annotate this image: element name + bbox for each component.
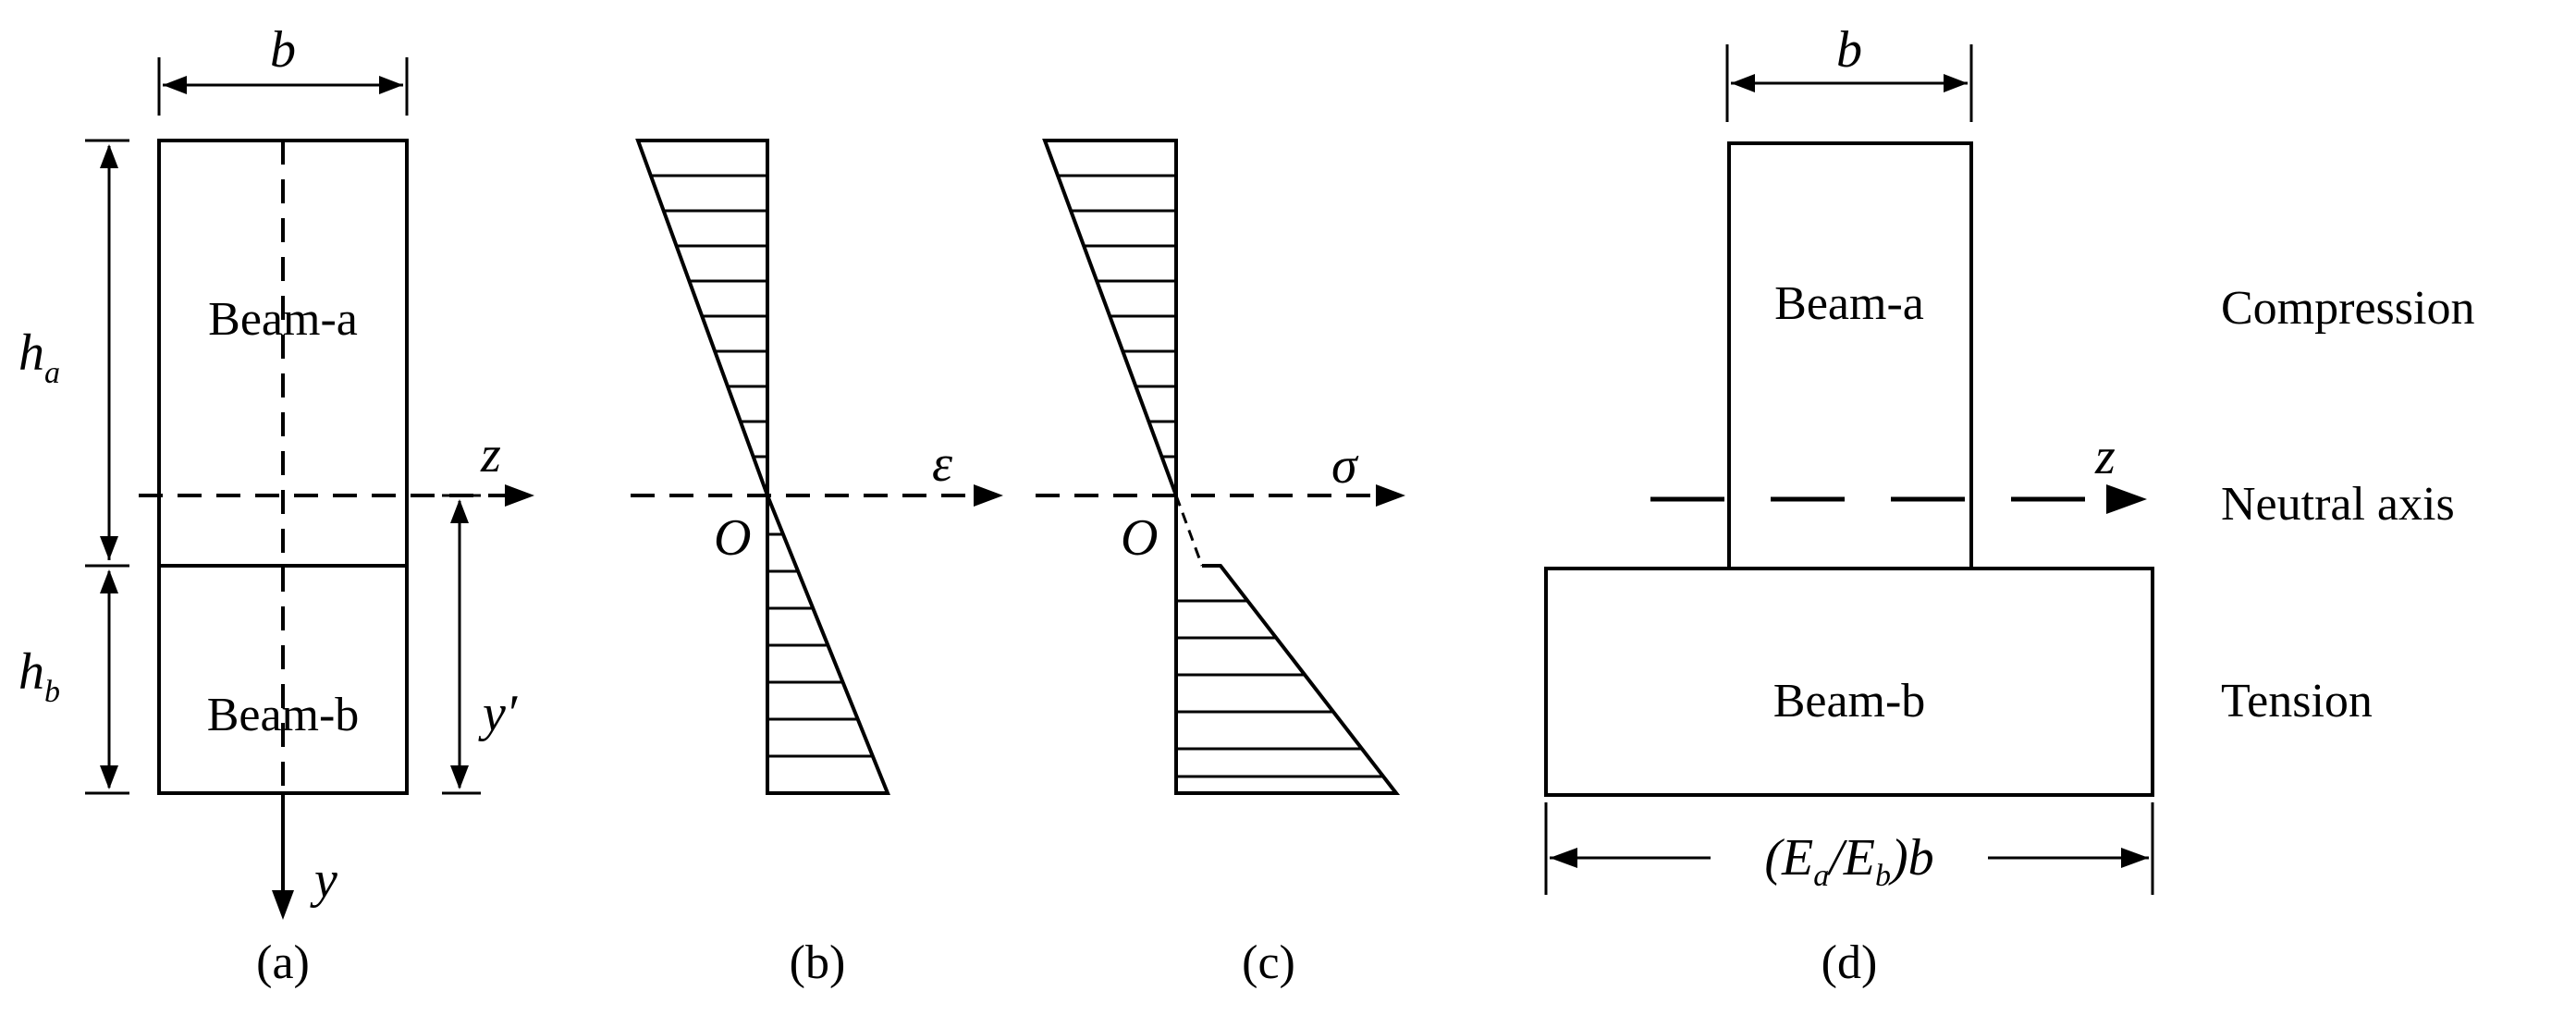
beam-a-transformed <box>1727 141 1973 570</box>
caption-a: (a) <box>256 936 310 989</box>
beam-b-label: Beam-b <box>207 689 360 741</box>
transformed-width-label: (Ea/Eb)b <box>1764 829 1933 893</box>
height-label-hb: hb <box>18 643 60 709</box>
panel-c: σ O (c) <box>1036 139 1405 989</box>
z-axis-label: z <box>480 426 501 483</box>
neutral-axis-label: Neutral axis <box>2221 478 2455 531</box>
strain-diagram <box>635 139 890 795</box>
y-prime-label: y′ <box>478 685 518 742</box>
caption-d: (d) <box>1822 936 1878 989</box>
width-dimension-a: b <box>157 21 409 116</box>
height-label-ha: ha <box>18 324 60 390</box>
beam-a-label-d: Beam-a <box>1774 277 1924 330</box>
panel-a: b y z ha <box>18 21 534 989</box>
transformed-width-dimension: (Ea/Eb)b <box>1544 802 2154 895</box>
y-axis-arrow: y <box>272 793 337 920</box>
stress-diagram <box>1042 139 1401 795</box>
width-label-b-d: b <box>1836 21 1862 79</box>
y-prime-dimension: y′ <box>442 494 518 795</box>
beam-b-section <box>157 564 409 795</box>
caption-b: (b) <box>790 936 846 989</box>
z-axis-arrow: z <box>139 426 534 507</box>
strain-hatching <box>651 174 872 793</box>
beam-a-label: Beam-a <box>208 293 358 346</box>
caption-c: (c) <box>1242 936 1295 989</box>
compression-label: Compression <box>2221 282 2474 335</box>
origin-label-b: O <box>714 509 751 567</box>
stress-axis-label: σ <box>1331 437 1359 495</box>
strain-axis-label: ε <box>932 435 953 493</box>
stress-axis-arrow: σ <box>1036 437 1405 507</box>
z-axis-label-d: z <box>2094 428 2116 485</box>
beam-b-label-d: Beam-b <box>1773 675 1926 728</box>
width-dimension-d: b <box>1725 21 1973 122</box>
width-label-b: b <box>270 21 296 79</box>
panel-d: b z Beam-a Beam-b (Ea/Eb)b (d) Compressi… <box>1544 21 2474 989</box>
height-dimension-left: ha hb <box>18 139 129 795</box>
neutral-axis-z: z <box>1650 428 2147 514</box>
strain-axis-arrow: ε <box>631 435 1003 507</box>
origin-label-c: O <box>1121 509 1158 567</box>
panel-b: ε O (b) <box>631 139 1003 989</box>
beam-b-transformed <box>1544 567 2154 797</box>
stress-hatching <box>1058 174 1383 778</box>
tension-label: Tension <box>2221 675 2373 728</box>
y-axis-label: y <box>310 851 337 909</box>
